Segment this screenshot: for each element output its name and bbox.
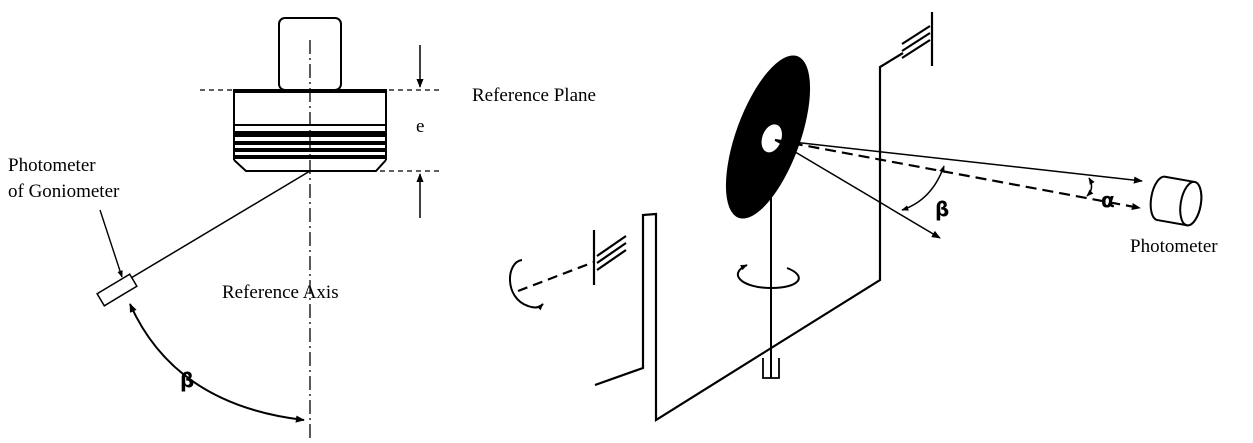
lamp-disc — [725, 55, 811, 219]
label-photometer-of-goniometer-line2: of Goniometer — [8, 181, 120, 202]
label-photometer-of-goniometer-line1: Photometer — [8, 155, 96, 176]
beta-direction-ray — [774, 139, 941, 239]
goniometer-frame — [594, 52, 904, 422]
beta-arc-right — [901, 165, 945, 211]
label-reference-axis: Reference Axis — [222, 282, 339, 303]
label-e: e — [416, 116, 424, 137]
horizontal-rotation-arrow — [509, 259, 544, 311]
beta-arc-left — [129, 303, 305, 423]
measurement-ray-dashed — [774, 138, 1141, 211]
goniometer-photometer — [96, 273, 138, 307]
vertical-rotation-arrow — [736, 264, 800, 290]
label-reference-plane: Reference Plane — [472, 85, 596, 106]
measurement-line — [120, 170, 311, 285]
horizontal-rotation-axis — [517, 260, 595, 293]
right-figure: α β Photometer — [509, 12, 1218, 422]
axis-socket — [762, 358, 780, 379]
left-mount-hatch — [592, 230, 627, 285]
reference-ray — [774, 139, 1143, 184]
upper-mount-hatch — [901, 12, 934, 66]
label-beta-right: β — [935, 197, 949, 221]
photometer-pointer — [99, 209, 123, 278]
alpha-arc — [1086, 177, 1095, 197]
label-beta-left: β — [180, 368, 194, 392]
label-alpha: α — [1101, 188, 1115, 212]
left-figure: e Photometer of Goniometer Reference Pla… — [8, 17, 596, 438]
label-photometer: Photometer — [1130, 236, 1218, 257]
photometer-cylinder — [1149, 175, 1203, 227]
